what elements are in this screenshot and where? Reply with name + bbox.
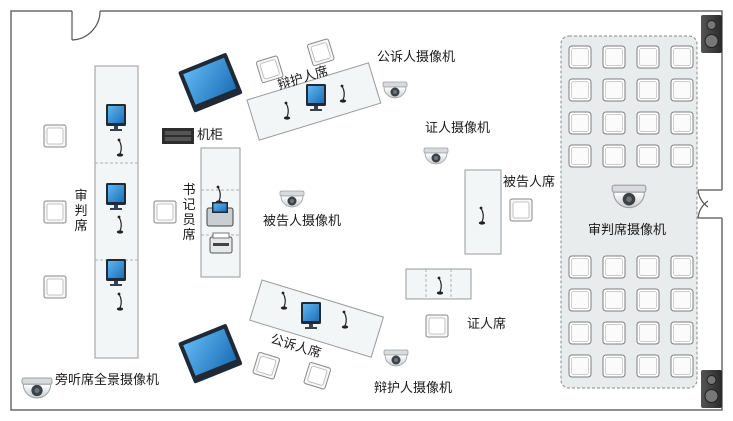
prosecution-chair-2 (303, 361, 332, 390)
prosecution-camera-icon (382, 81, 408, 99)
gallery-camera-icon (21, 377, 53, 399)
witness-desk (405, 268, 472, 300)
defense-camera-label: 辩护人摄像机 (374, 381, 453, 396)
clerk-printer-icon (209, 232, 233, 254)
defense-chair-2 (306, 38, 335, 67)
clerk-seat-label: 书记员席 (182, 183, 196, 243)
defense-camera-icon (383, 349, 409, 367)
judge-chair-3 (43, 275, 67, 299)
gallery-area (560, 35, 698, 389)
speaker-top-right (701, 15, 722, 53)
door-top (71, 10, 101, 41)
speaker-bottom-right (701, 370, 722, 408)
cabinet-label: 机柜 (197, 128, 224, 143)
cabinet-icon (162, 128, 194, 144)
witness-camera-label: 证人摄像机 (425, 121, 491, 136)
witness-chair (425, 314, 449, 338)
gallery-camera-label: 旁听席全景摄像机 (55, 373, 160, 388)
prosecution-camera-label: 公诉人摄像机 (377, 50, 456, 65)
judge-chair-1 (43, 124, 67, 148)
prosecution-chair-1 (252, 351, 281, 380)
judge-chair-2 (43, 200, 67, 224)
witness-seat-label: 证人席 (467, 317, 507, 332)
defendant-seat-label: 被告人席 (503, 175, 556, 190)
room-walls (10, 10, 723, 411)
defendant-camera-label: 被告人摄像机 (263, 214, 342, 229)
wall-monitor-top-icon (178, 52, 243, 113)
defendant-camera-icon (279, 190, 305, 208)
door-right (697, 189, 722, 219)
judge-seat-label: 审判席 (74, 189, 88, 234)
witness-camera-icon (423, 147, 449, 165)
clerk-computer-icon (206, 202, 234, 227)
clerk-chair (153, 200, 177, 224)
defendant-chair (509, 198, 533, 222)
wall-monitor-bottom-icon (178, 323, 243, 384)
judge-camera-label: 审判席摄像机 (588, 223, 667, 238)
